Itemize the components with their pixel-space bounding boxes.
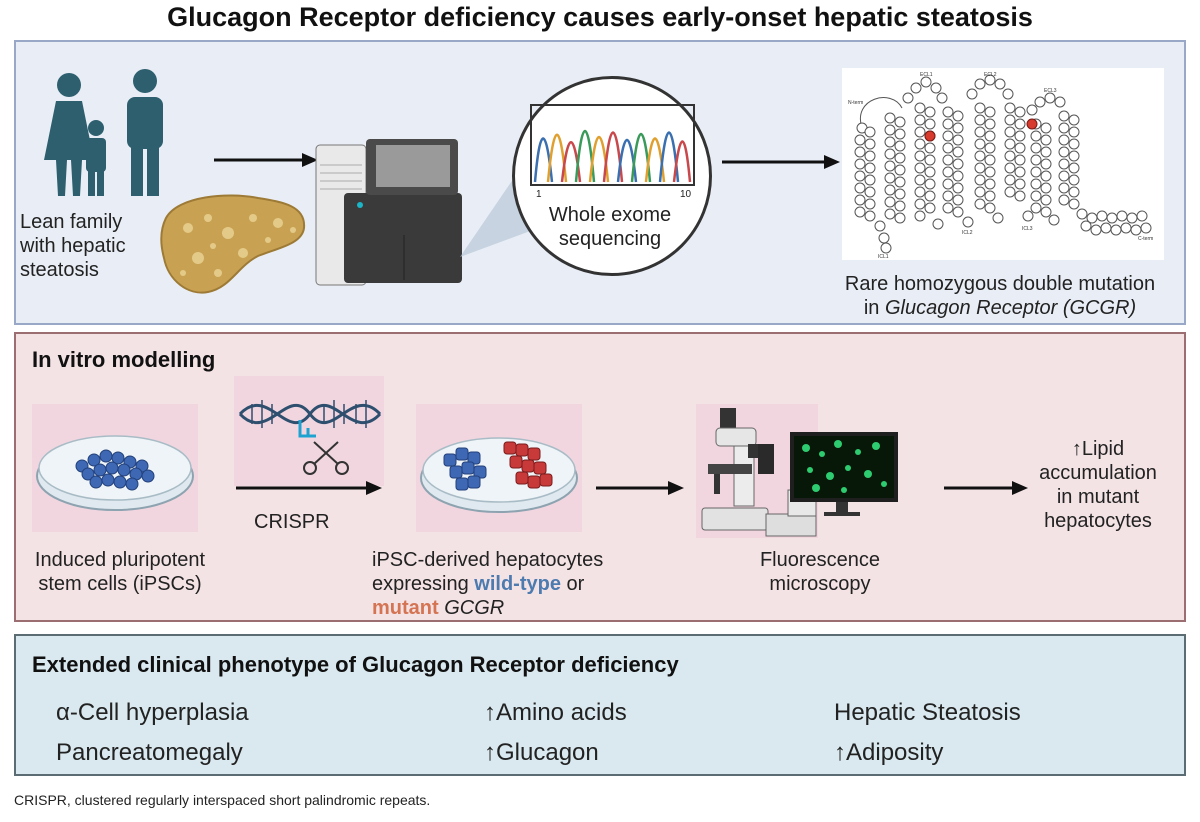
figure-title: Glucagon Receptor deficiency causes earl… (167, 2, 1033, 32)
zoom-circle (512, 76, 712, 276)
arrow-hepatocytes-to-microscopy (596, 481, 684, 495)
svg-text:ICL3: ICL3 (1022, 226, 1033, 232)
phenotype-item: Pancreatomegaly (56, 739, 243, 766)
footnote: CRISPR, clustered regularly interspaced … (14, 792, 431, 808)
chromatogram-plot: 1 10 (530, 104, 695, 199)
phenotype-item: ↑Amino acids (484, 699, 627, 726)
svg-text:ICL2: ICL2 (962, 230, 973, 236)
phenotype-item: ↑Glucagon (484, 739, 599, 766)
sequencing-label: Whole exome sequencing (548, 204, 672, 250)
phenotype-panel (14, 634, 1186, 776)
receptor-snake-plot: N-term ECL1 ECL2 ECL3 ICL1 ICL2 ICL3 C-t… (842, 68, 1164, 260)
mutation-site-1 (924, 130, 936, 142)
svg-text:ECL3: ECL3 (1044, 88, 1057, 94)
svg-text:ECL2: ECL2 (984, 72, 997, 78)
phenotype-heading: Extended clinical phenotype of Glucagon … (32, 652, 679, 677)
arrow-crispr (236, 481, 382, 495)
hepatocyte-dish-icon (420, 437, 578, 513)
arrow-sequencing-to-receptor (722, 155, 840, 169)
mutation-label: Rare homozygous double mutation in Gluca… (844, 273, 1156, 319)
fatty-liver-icon (160, 194, 306, 294)
family-icon (44, 69, 163, 196)
crispr-label: CRISPR (254, 511, 330, 533)
in-vitro-heading: In vitro modelling (32, 347, 216, 372)
family-label: Lean family with hepatic steatosis (20, 211, 126, 281)
svg-text:ICL1: ICL1 (878, 254, 889, 260)
svg-text:C-term: C-term (1138, 236, 1153, 242)
sequencer-icon (315, 139, 462, 286)
chromatogram-tick-start: 1 (536, 189, 542, 199)
in-vitro-panel (14, 332, 1186, 622)
phenotype-item: α-Cell hyperplasia (56, 699, 249, 726)
hepatocyte-label: iPSC-derived hepatocytes expressing wild… (372, 549, 604, 619)
ipsc-label: Induced pluripotent stem cells (iPSCs) (34, 549, 206, 595)
arrow-family-to-sequencer (214, 153, 318, 167)
microscopy-label: Fluorescence microscopy (759, 549, 881, 595)
crispr-dna-scissors-icon (238, 400, 382, 475)
arrow-microscopy-to-result (944, 481, 1028, 495)
chromatogram-tick-end: 10 (680, 189, 692, 199)
mutation-site-2 (1026, 118, 1038, 130)
fluorescence-microscope-icon (701, 408, 898, 537)
svg-text:ECL1: ECL1 (920, 72, 933, 78)
phenotype-item: Hepatic Steatosis (834, 699, 1021, 726)
svg-text:N-term: N-term (848, 100, 863, 106)
phenotype-item: ↑Adiposity (834, 739, 944, 766)
ipsc-dish-icon (36, 435, 194, 511)
result-label: ↑Lipid accumulation in mutant hepatocyte… (1039, 438, 1157, 532)
